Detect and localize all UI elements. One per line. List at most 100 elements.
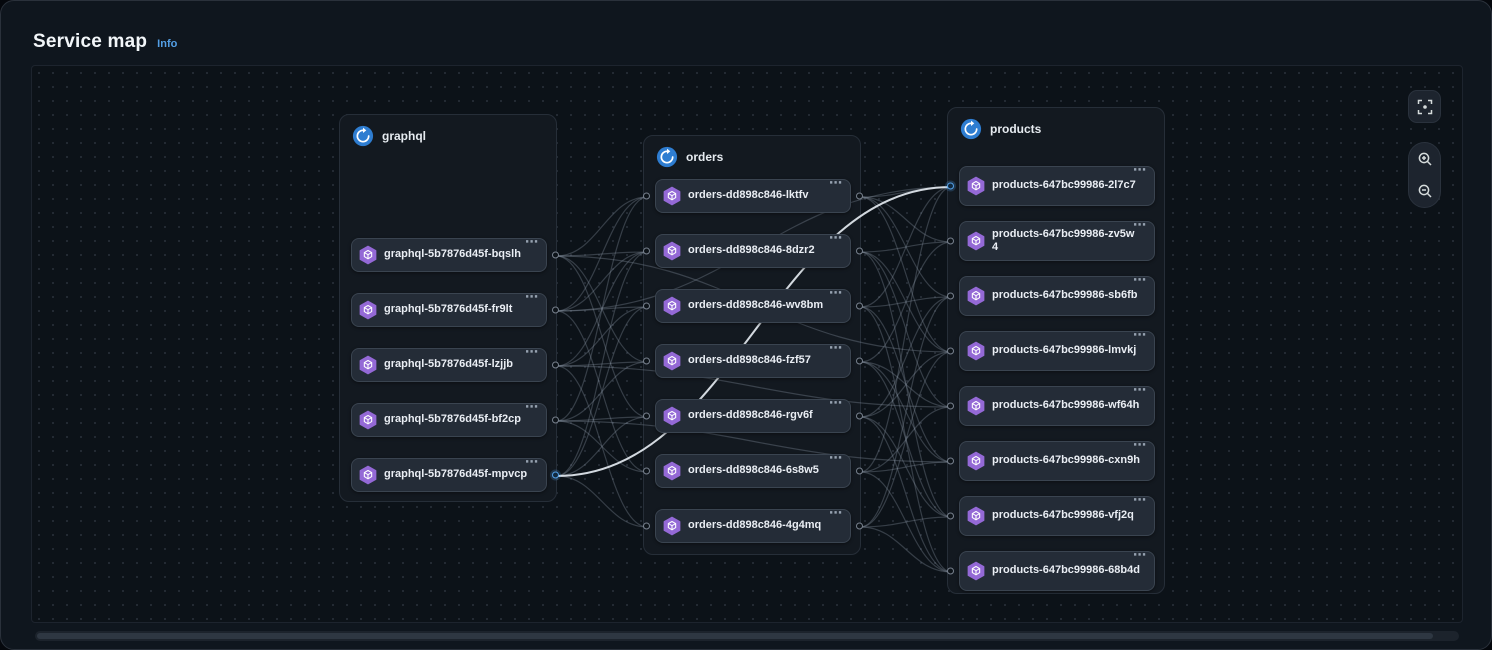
- pod-icon: [358, 245, 378, 265]
- left-port[interactable]: [643, 302, 650, 310]
- more-options-icon[interactable]: ⋯: [829, 285, 843, 300]
- more-options-icon[interactable]: ⋯: [525, 234, 539, 249]
- more-options-icon[interactable]: ⋯: [829, 395, 843, 410]
- left-port[interactable]: [947, 567, 954, 575]
- node-label: orders-dd898c846-6s8w5: [688, 464, 819, 477]
- edge-line: [556, 196, 648, 312]
- right-port[interactable]: [856, 192, 863, 200]
- node-graphql-mpvcp[interactable]: graphql-5b7876d45f-mpvcp ⋯: [351, 454, 559, 492]
- edge-line: [860, 296, 952, 528]
- group-products[interactable]: products products-647bc99986-2l7c7 ⋯ pro…: [947, 107, 1165, 594]
- more-options-icon[interactable]: ⋯: [1133, 492, 1147, 507]
- group-orders[interactable]: orders orders-dd898c846-lktfv ⋯ orders-d…: [643, 135, 863, 555]
- more-options-icon[interactable]: ⋯: [525, 289, 539, 304]
- info-link[interactable]: Info: [157, 38, 178, 50]
- fit-to-screen-button[interactable]: [1408, 90, 1441, 123]
- node-label: products-647bc99986-zv5w4: [992, 227, 1135, 253]
- more-options-icon[interactable]: ⋯: [525, 344, 539, 359]
- node-orders-wv8bm[interactable]: orders-dd898c846-wv8bm ⋯: [643, 285, 863, 323]
- group-graphql[interactable]: graphql graphql-5b7876d45f-bqslh ⋯ graph…: [339, 114, 559, 502]
- node-products-cxn9h[interactable]: products-647bc99986-cxn9h ⋯: [947, 437, 1155, 481]
- more-options-icon[interactable]: ⋯: [1133, 272, 1147, 287]
- right-port[interactable]: [552, 361, 559, 369]
- node-graphql-fr9lt[interactable]: graphql-5b7876d45f-fr9lt ⋯: [351, 289, 559, 327]
- right-port[interactable]: [856, 302, 863, 310]
- page-header: Service map Info: [33, 31, 177, 53]
- node-label: orders-dd898c846-fzf57: [688, 354, 811, 367]
- right-port[interactable]: [856, 467, 863, 475]
- right-port[interactable]: [856, 412, 863, 420]
- node-orders-fzf57[interactable]: orders-dd898c846-fzf57 ⋯: [643, 340, 863, 378]
- node-list: graphql-5b7876d45f-bqslh ⋯ graphql-5b787…: [351, 234, 559, 492]
- deployment-icon: [960, 118, 982, 140]
- edge-line: [556, 361, 648, 422]
- left-port[interactable]: [947, 457, 954, 465]
- left-port[interactable]: [643, 522, 650, 530]
- left-port[interactable]: [947, 182, 954, 190]
- more-options-icon[interactable]: ⋯: [829, 175, 843, 190]
- node-graphql-bf2cp[interactable]: graphql-5b7876d45f-bf2cp ⋯: [351, 399, 559, 437]
- left-port[interactable]: [947, 347, 954, 355]
- more-options-icon[interactable]: ⋯: [1133, 162, 1147, 177]
- more-options-icon[interactable]: ⋯: [829, 505, 843, 520]
- right-port[interactable]: [552, 471, 559, 479]
- node-products-wf64h[interactable]: products-647bc99986-wf64h ⋯: [947, 382, 1155, 426]
- left-port[interactable]: [947, 402, 954, 410]
- zoom-in-button[interactable]: [1409, 143, 1440, 175]
- more-options-icon[interactable]: ⋯: [829, 450, 843, 465]
- right-port[interactable]: [856, 522, 863, 530]
- left-port[interactable]: [643, 247, 650, 255]
- edge-line: [860, 406, 952, 473]
- node-graphql-lzjjb[interactable]: graphql-5b7876d45f-lzjjb ⋯: [351, 344, 559, 382]
- more-options-icon[interactable]: ⋯: [1133, 547, 1147, 562]
- more-options-icon[interactable]: ⋯: [1133, 217, 1147, 232]
- right-port[interactable]: [552, 251, 559, 259]
- right-port[interactable]: [552, 416, 559, 424]
- right-port[interactable]: [856, 357, 863, 365]
- node-products-2l7c7[interactable]: products-647bc99986-2l7c7 ⋯: [947, 162, 1155, 206]
- node-list: products-647bc99986-2l7c7 ⋯ products-647…: [947, 162, 1155, 591]
- node-products-sb6fb[interactable]: products-647bc99986-sb6fb ⋯: [947, 272, 1155, 316]
- edge-line: [556, 306, 648, 312]
- node-orders-rgv6f[interactable]: orders-dd898c846-rgv6f ⋯: [643, 395, 863, 433]
- left-port[interactable]: [947, 512, 954, 520]
- horizontal-scrollbar[interactable]: [35, 631, 1459, 641]
- node-label: orders-dd898c846-8dzr2: [688, 244, 815, 257]
- left-port[interactable]: [643, 412, 650, 420]
- left-port[interactable]: [947, 292, 954, 300]
- node-products-vfj2q[interactable]: products-647bc99986-vfj2q ⋯: [947, 492, 1155, 536]
- node-graphql-bqslh[interactable]: graphql-5b7876d45f-bqslh ⋯: [351, 234, 559, 272]
- more-options-icon[interactable]: ⋯: [1133, 382, 1147, 397]
- node-label: products-647bc99986-cxn9h: [992, 454, 1140, 467]
- node-products-68b4d[interactable]: products-647bc99986-68b4d ⋯: [947, 547, 1155, 591]
- node-orders-4g4mq[interactable]: orders-dd898c846-4g4mq ⋯: [643, 505, 863, 543]
- node-products-lmvkj[interactable]: products-647bc99986-lmvkj ⋯: [947, 327, 1155, 371]
- edge-line: [860, 251, 952, 408]
- more-options-icon[interactable]: ⋯: [1133, 437, 1147, 452]
- service-map-canvas[interactable]: graphql graphql-5b7876d45f-bqslh ⋯ graph…: [31, 65, 1463, 623]
- right-port[interactable]: [552, 306, 559, 314]
- edge-line: [556, 255, 648, 418]
- node-label: products-647bc99986-wf64h: [992, 399, 1140, 412]
- left-port[interactable]: [643, 192, 650, 200]
- node-label: graphql-5b7876d45f-mpvcp: [384, 468, 528, 481]
- more-options-icon[interactable]: ⋯: [829, 340, 843, 355]
- zoom-out-button[interactable]: [1409, 175, 1440, 207]
- right-port[interactable]: [856, 247, 863, 255]
- node-orders-8dzr2[interactable]: orders-dd898c846-8dzr2 ⋯: [643, 230, 863, 268]
- node-orders-lktfv[interactable]: orders-dd898c846-lktfv ⋯: [643, 175, 863, 213]
- left-port[interactable]: [643, 467, 650, 475]
- more-options-icon[interactable]: ⋯: [525, 454, 539, 469]
- more-options-icon[interactable]: ⋯: [829, 230, 843, 245]
- left-port[interactable]: [947, 237, 954, 245]
- edge-line: [860, 351, 952, 418]
- node-products-zv5w4[interactable]: products-647bc99986-zv5w4 ⋯: [947, 217, 1155, 261]
- horizontal-scrollbar-thumb[interactable]: [37, 633, 1433, 639]
- zoom-controls: [1408, 142, 1441, 208]
- more-options-icon[interactable]: ⋯: [525, 399, 539, 414]
- more-options-icon[interactable]: ⋯: [1133, 327, 1147, 342]
- node-orders-6s8w5[interactable]: orders-dd898c846-6s8w5 ⋯: [643, 450, 863, 488]
- pod-icon: [662, 516, 682, 536]
- edge-line: [860, 186, 952, 198]
- left-port[interactable]: [643, 357, 650, 365]
